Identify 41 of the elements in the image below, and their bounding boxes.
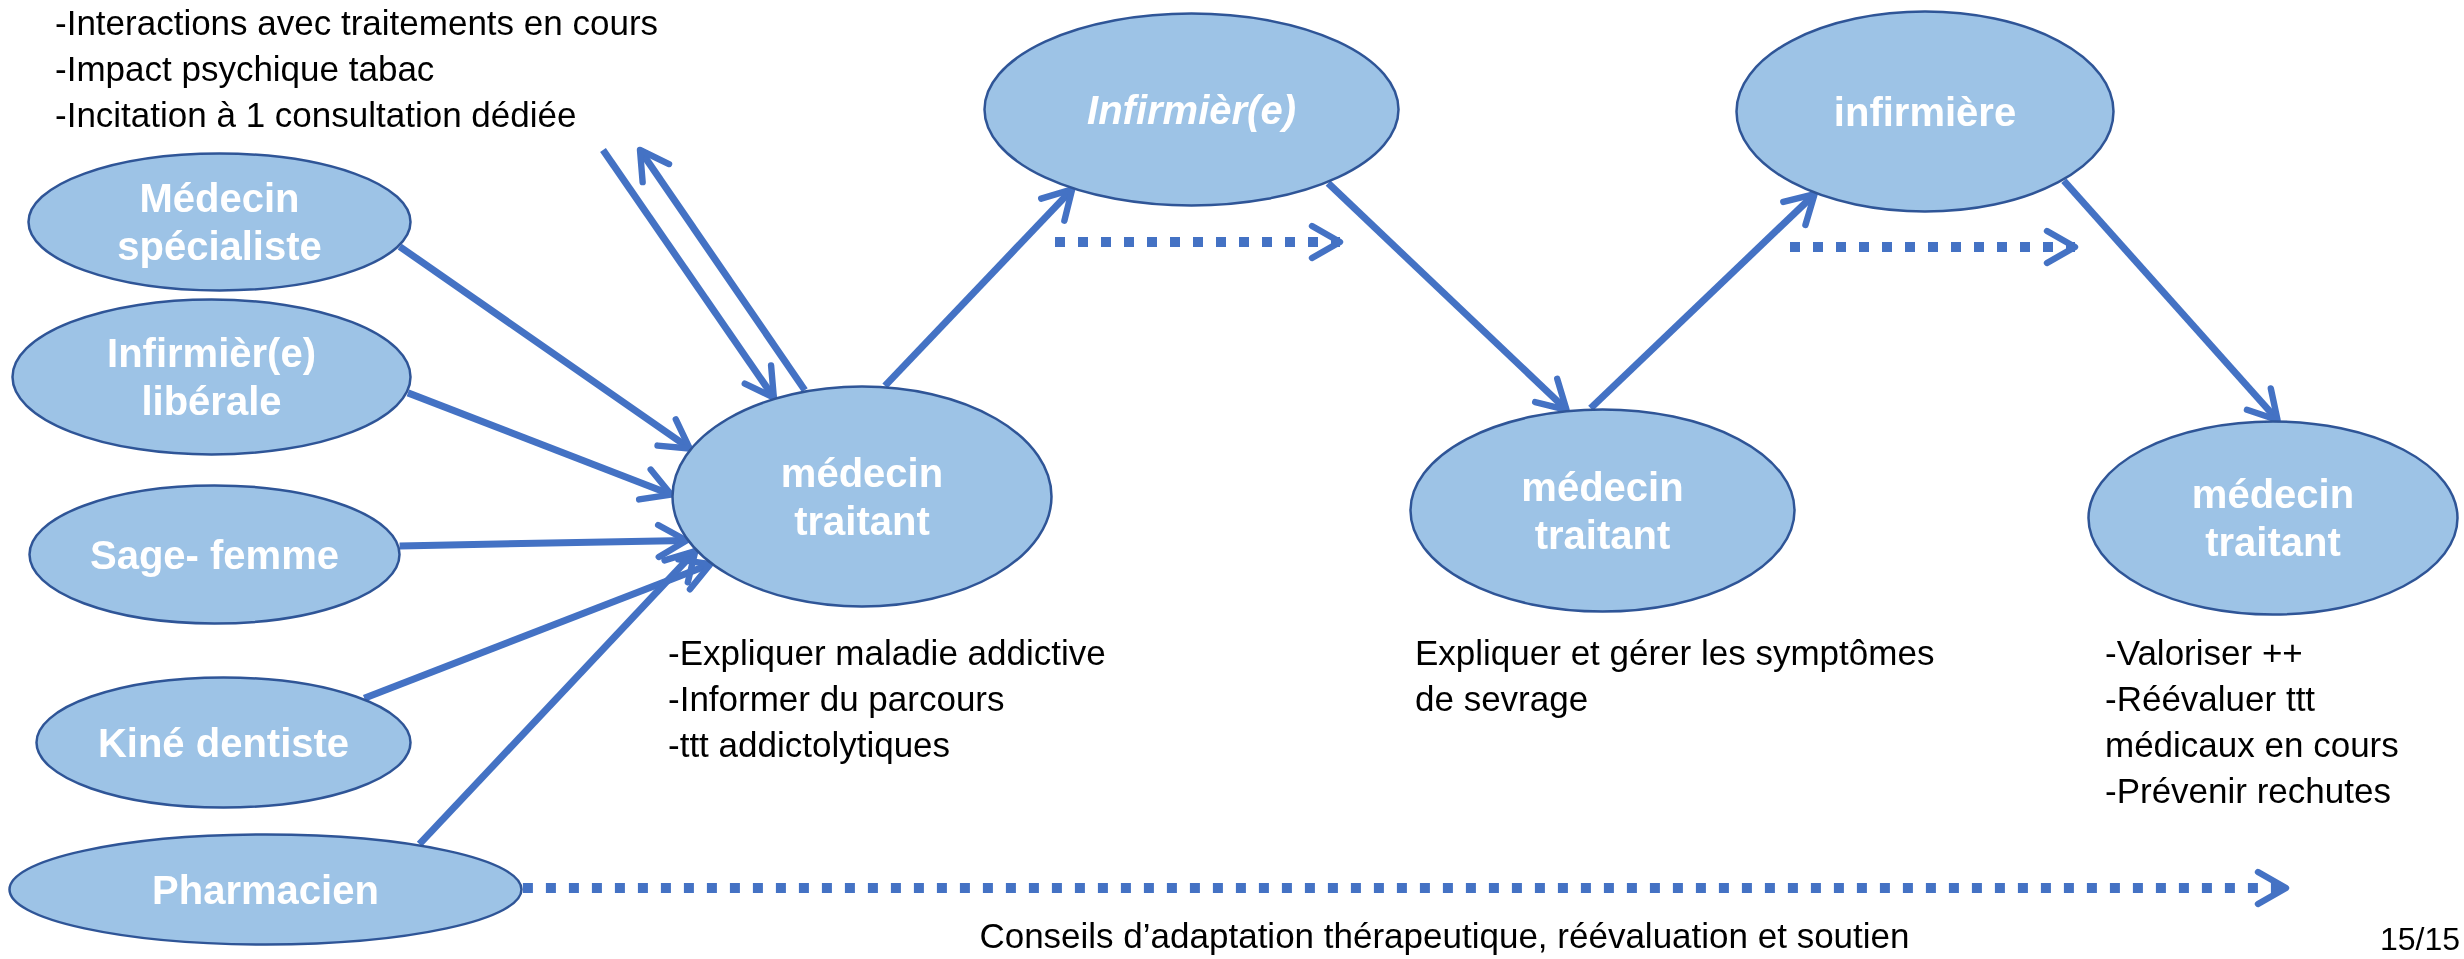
note-text: -ttt addictolytiques	[668, 724, 952, 766]
arrow	[882, 186, 1076, 389]
role-ellipse	[983, 12, 1400, 207]
arrow	[416, 547, 699, 847]
role-ellipse	[2087, 420, 2459, 616]
arrow	[397, 243, 693, 452]
role-label: Kiné dentiste	[96, 719, 351, 767]
note-text: -Informer du parcours	[668, 678, 1006, 720]
role-label: infirmière	[1832, 88, 2018, 136]
role-ellipse	[28, 484, 401, 625]
note-text: -Incitation à 1 consultation dédiée	[55, 94, 577, 136]
page-number: 15/15	[2379, 921, 2460, 957]
note-text: -Interactions avec traitements en cours	[55, 2, 659, 44]
role-ellipse	[1735, 10, 2115, 213]
note-text: -Prévenir rechutes	[2105, 770, 2392, 812]
arrow	[362, 556, 714, 702]
arrow	[600, 148, 778, 401]
role-ellipse	[8, 833, 523, 946]
role-label: Sage- femme	[89, 531, 340, 579]
role-label: médecin traitant	[1520, 463, 1685, 559]
role-ellipse	[1409, 408, 1796, 613]
role-ellipse	[35, 676, 412, 809]
arrow	[636, 146, 808, 393]
role-label: Médecin spécialiste	[116, 175, 323, 270]
dotted-arrow	[522, 868, 2290, 908]
role-label: Infirmièr(e)	[1086, 86, 1297, 134]
arrow	[1325, 180, 1570, 413]
note-text: -Expliquer maladie addictive	[668, 632, 1107, 674]
note-text: -Valoriser ++	[2105, 632, 2304, 674]
arrow	[1588, 190, 1818, 411]
note-text: -Impact psychique tabac	[55, 48, 435, 90]
role-label: médecin traitant	[2190, 471, 2356, 566]
role-label: médecin traitant	[779, 449, 945, 545]
note-text: Expliquer et gérer les symptômes de sevrage	[1415, 632, 1935, 720]
role-label: Infirmièr(e) libérale	[106, 330, 317, 425]
role-ellipse	[27, 152, 412, 292]
role-ellipse	[671, 385, 1053, 608]
arrow	[399, 521, 690, 561]
role-ellipse	[11, 298, 412, 456]
note-text: -Réévaluer ttt médicaux en cours	[2105, 678, 2400, 766]
role-label: Pharmacien	[151, 866, 380, 914]
